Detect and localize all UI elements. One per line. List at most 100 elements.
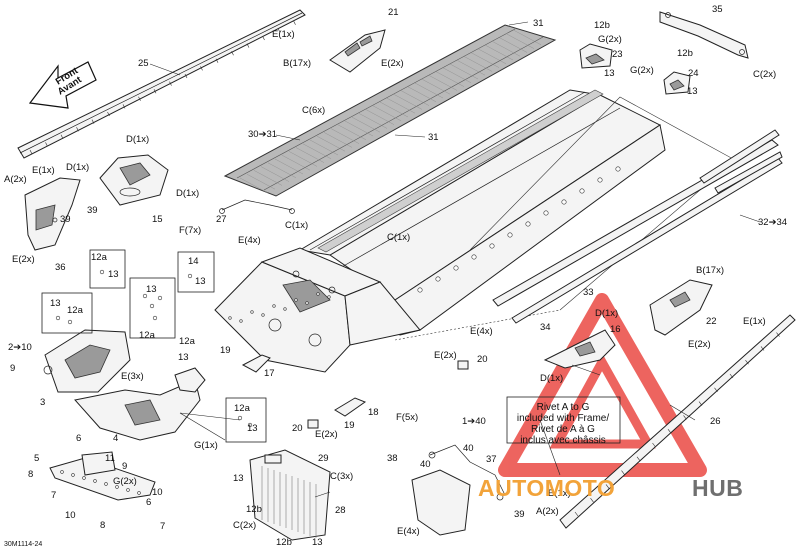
hole-mark — [152, 315, 158, 321]
hatch-mark — [621, 470, 625, 475]
callout-label-lE2b: E(2x) — [12, 254, 35, 265]
watermark-logo: AUTOMOTO HUB — [478, 475, 743, 501]
hatch-mark — [590, 498, 594, 503]
hole-mark — [55, 315, 61, 321]
plate-17 — [241, 354, 271, 373]
hatch-mark — [323, 132, 353, 148]
callout-label-l8a: 8 — [28, 469, 33, 480]
hatch-mark — [414, 82, 444, 99]
hole-mark — [543, 210, 549, 216]
hatch-mark — [456, 60, 486, 76]
callout-label-l12bb: 12b — [677, 48, 693, 59]
callout-label-lE2c: E(2x) — [688, 339, 711, 350]
hatch-mark — [107, 111, 110, 117]
callout-label-l10b: 10 — [65, 510, 76, 521]
callout-label-l19a: 19 — [220, 345, 231, 356]
callout-label-l39a: 39 — [87, 205, 98, 216]
callout-label-lG1: G(1x) — [194, 440, 218, 451]
bracket-16 — [543, 329, 616, 369]
hole-mark — [453, 265, 459, 271]
callout-label-l4: 4 — [113, 433, 118, 444]
callout-label-lE2a: E(2x) — [381, 58, 404, 69]
rivet-note: Rivet A to G included with Frame/ Rivet … — [517, 402, 609, 446]
hatch-mark — [281, 155, 311, 171]
callout-label-l25: 25 — [138, 58, 149, 69]
hatch-mark — [91, 119, 95, 124]
hatch-mark — [729, 373, 734, 379]
callout-label-l210: 2➔10 — [8, 342, 32, 353]
tunnel-extension-outline — [394, 96, 736, 341]
bracket-36 — [24, 177, 81, 251]
callout-label-l28: 28 — [335, 505, 346, 516]
callout-label-l12bc: 12b — [246, 504, 262, 515]
hole-mark — [67, 319, 73, 325]
hole-mark — [250, 310, 254, 314]
bracket-21 — [329, 29, 386, 73]
tunnel-body — [214, 89, 666, 373]
hatch-mark — [652, 442, 656, 448]
hole-mark — [115, 485, 119, 489]
callout-label-lD1b: D(1x) — [126, 134, 149, 145]
hatch-mark — [295, 147, 325, 163]
watermark-text-hub: HUB — [692, 475, 743, 501]
hole-mark — [82, 476, 86, 480]
callout-label-lG2a: G(2x) — [598, 34, 622, 45]
hatch-mark — [605, 484, 610, 489]
hatch-mark — [491, 41, 521, 57]
callout-label-l37: 37 — [486, 454, 497, 465]
hatch-mark — [45, 142, 48, 147]
watermark-text-automoto: AUTOMOTO — [478, 475, 615, 501]
hatch-mark — [274, 158, 304, 175]
callout-label-l6a: 6 — [76, 433, 81, 444]
hatch-mark — [302, 143, 332, 159]
callout-label-l13f: 13 — [50, 298, 61, 309]
hole-mark — [157, 295, 163, 301]
hatch-mark — [358, 113, 388, 129]
callout-label-l10a: 10 — [152, 487, 163, 498]
callout-label-l16: 16 — [610, 324, 621, 335]
hatch-mark — [760, 346, 765, 351]
hatch-mark — [698, 401, 703, 406]
callout-label-lC6: C(6x) — [302, 105, 325, 116]
callout-label-l19b: 19 — [344, 420, 355, 431]
hole-mark — [142, 293, 148, 299]
hole-mark — [615, 166, 621, 172]
callout-label-lA2b: A(2x) — [536, 506, 559, 517]
hole-mark — [137, 491, 141, 495]
callout-label-lC3: C(3x) — [330, 471, 353, 482]
callout-label-l18: 18 — [368, 407, 379, 418]
bracket-24 — [663, 71, 691, 95]
hatch-mark — [636, 456, 641, 461]
hatch-mark — [484, 44, 514, 61]
callout-label-l22: 22 — [706, 316, 717, 327]
callout-label-l13a: 13 — [604, 68, 615, 79]
hole-mark — [327, 295, 331, 299]
hole-mark — [489, 243, 495, 249]
callout-label-l34: 34 — [540, 322, 551, 333]
callout-label-lE4b: E(4x) — [470, 326, 493, 337]
hatch-mark — [512, 29, 542, 45]
hatch-mark — [231, 51, 234, 56]
hatch-mark — [122, 104, 126, 109]
shield-15 — [99, 154, 169, 206]
hole-mark — [60, 470, 64, 474]
callout-label-l7b: 7 — [160, 521, 165, 532]
callout-label-l12ac: 12a — [139, 330, 156, 341]
hatch-mark — [470, 52, 500, 68]
callout-label-lF7: F(7x) — [179, 225, 201, 236]
callout-label-l23: 23 — [612, 49, 623, 60]
callout-label-l38: 38 — [387, 453, 398, 464]
callout-label-lD1e: D(1x) — [540, 373, 563, 384]
hatch-mark — [449, 63, 479, 80]
callout-label-l12ad: 12a — [179, 336, 196, 347]
callout-label-l13c: 13 — [108, 269, 119, 280]
hole-mark — [579, 188, 585, 194]
hatch-mark — [351, 117, 381, 133]
callout-label-l12ae: 12a — [234, 403, 251, 414]
callout-label-l140: 1➔40 — [462, 416, 486, 427]
callout-label-lE4c: E(4x) — [397, 526, 420, 537]
callout-label-l26: 26 — [710, 416, 721, 427]
callout-label-l13g: 13 — [178, 352, 189, 363]
